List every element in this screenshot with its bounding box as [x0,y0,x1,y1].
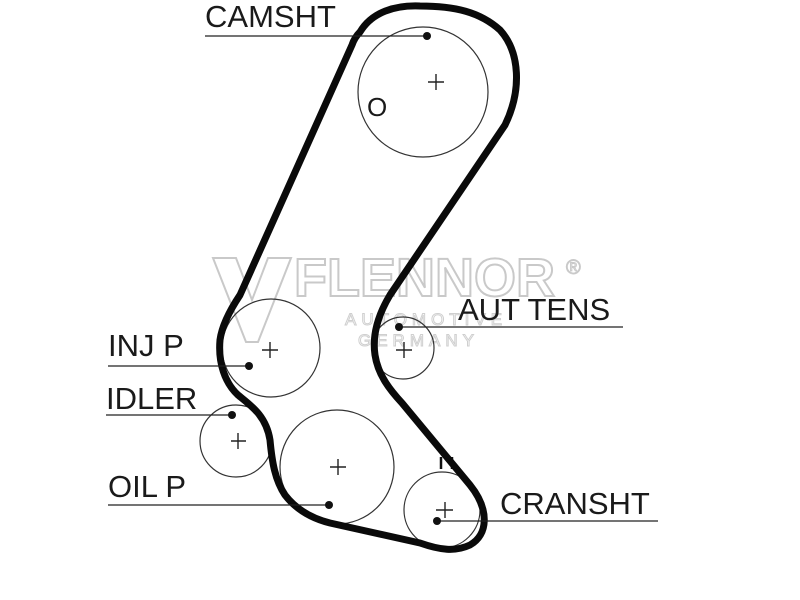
callout-oil-pump: OIL P [108,469,333,509]
watermark-registered-mark: ® [566,257,581,279]
label-idler: IDLER [106,381,197,416]
callout-idler: IDLER [106,381,236,419]
label-auto-tensioner: AUT TENS [458,292,610,327]
camshaft-timing-mark: O [367,92,387,122]
watermark-brand: FLENNOR [294,248,555,308]
pulley-camshaft [357,26,489,158]
callout-auto-tensioner: AUT TENS [395,292,623,331]
label-oil-pump: OIL P [108,469,186,504]
label-injection-pump: INJ P [108,328,184,363]
pulley-crankshaft [403,457,481,549]
callout-camshaft: CAMSHT [205,0,431,40]
label-crankshaft: CRANSHT [500,486,650,521]
label-camshaft: CAMSHT [205,0,336,34]
callout-crankshaft: CRANSHT [433,486,658,525]
watermark-line2: GERMANY [358,331,479,350]
pulley-injection-pump [221,298,321,398]
watermark-logo-icon [211,257,293,343]
timing-belt [216,2,520,553]
callout-injection-pump: INJ P [108,328,253,370]
